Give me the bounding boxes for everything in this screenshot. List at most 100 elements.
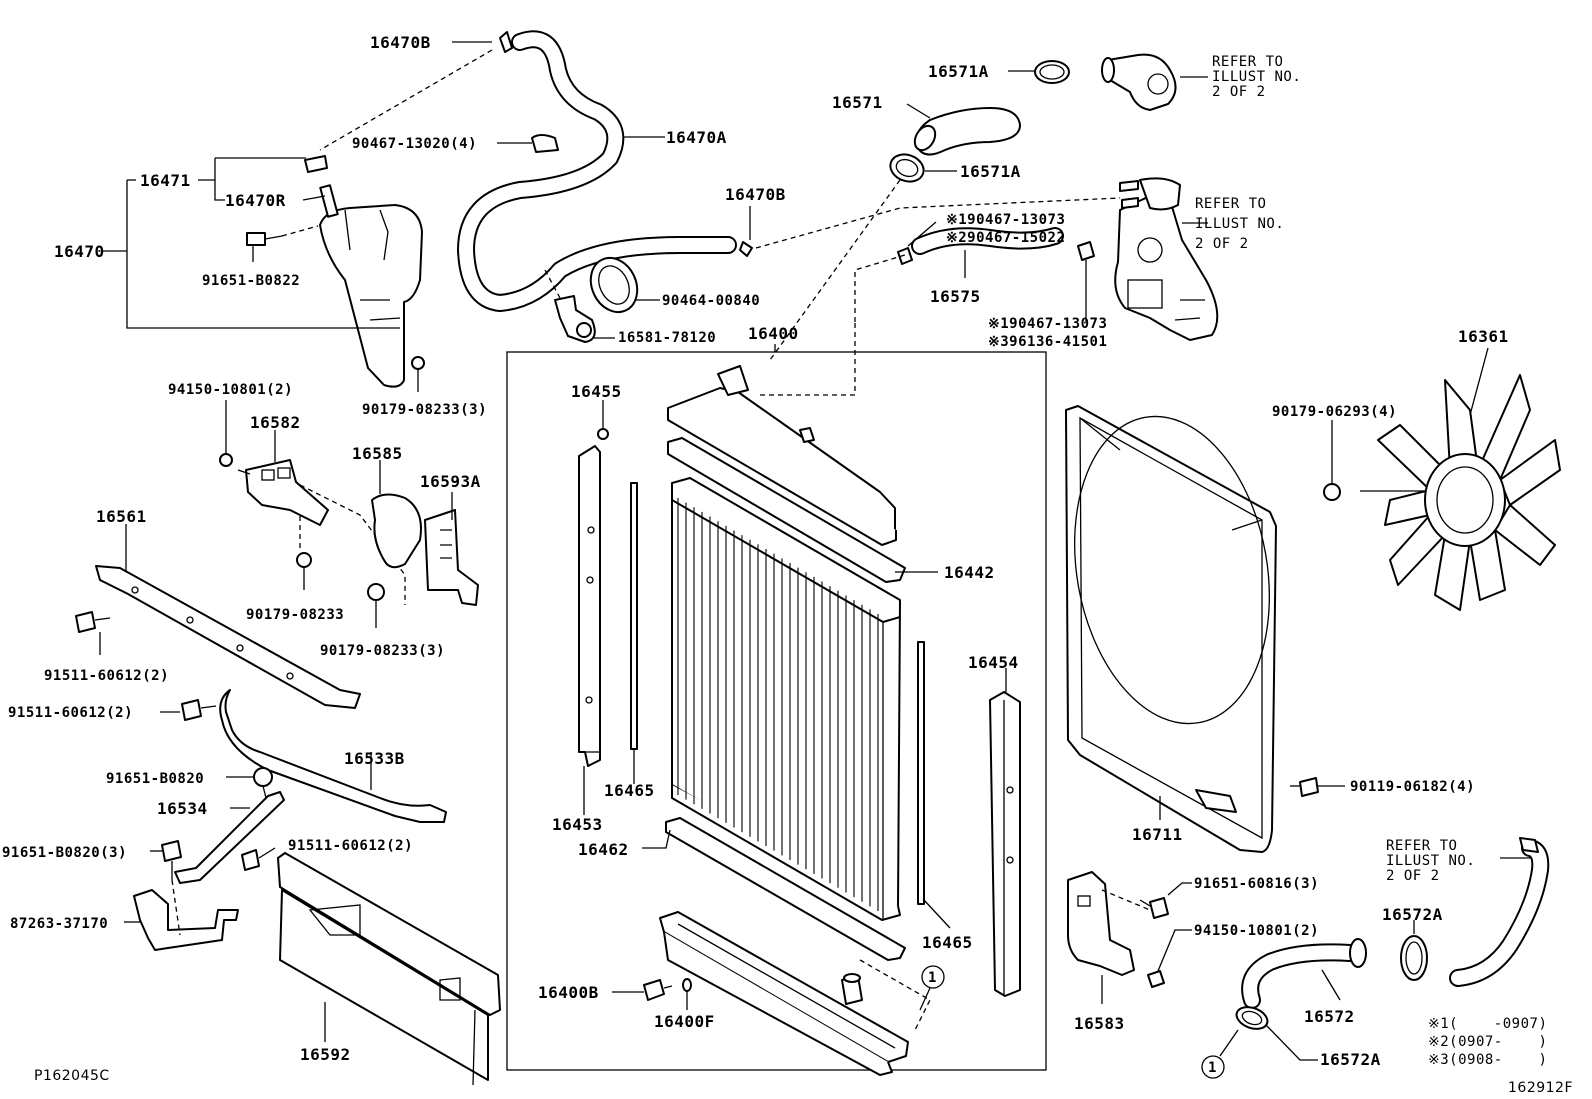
part-number-16470: 16470: [54, 242, 105, 261]
part-number-16592: 16592: [300, 1045, 351, 1064]
callout-number-1-hose: 1: [1208, 1060, 1217, 1076]
part-number-90179-08233-3b: 90179-08233(3): [320, 643, 445, 659]
part-number-16571A-mid: 16571A: [960, 162, 1021, 181]
illustration-code-right: 162912F: [1508, 1080, 1573, 1096]
footnote-1: ※1( -0907): [1428, 1016, 1547, 1032]
fan-shroud: [1065, 405, 1277, 853]
clamp-16571A-top: [1034, 60, 1070, 84]
part-number-16593A: 16593A: [420, 472, 481, 491]
svg-text:2 OF 2: 2 OF 2: [1212, 84, 1266, 100]
footnote-2: ※2(0907- ): [1428, 1034, 1547, 1050]
svg-text:ILLUST NO.: ILLUST NO.: [1195, 216, 1284, 232]
part-number-16582: 16582: [250, 413, 301, 432]
refer-note-middle: REFER TO ILLUST NO. 2 OF 2: [1195, 196, 1284, 252]
bracket-16583: [1067, 871, 1135, 976]
part-number-16572A-bottom: 16572A: [1320, 1050, 1381, 1069]
part-number-16471: 16471: [140, 171, 191, 190]
callout-number-1-radiator: 1: [928, 970, 937, 986]
support-16533B: [219, 689, 447, 823]
part-number-16534: 16534: [157, 799, 208, 818]
fan-blade: [1360, 374, 1561, 611]
part-number-91651-B0820: 91651-B0820: [106, 771, 204, 787]
part-number-96136-41501: ※396136-41501: [988, 334, 1107, 350]
callout-circle-1-hose: [1201, 1055, 1225, 1079]
part-number-16470B-top: 16470B: [370, 33, 431, 52]
radiator-core: [671, 477, 901, 921]
part-number-16533B: 16533B: [344, 749, 405, 768]
air-guide-16592: [277, 852, 501, 1086]
svg-text:ILLUST NO.: ILLUST NO.: [1212, 69, 1301, 85]
water-inlet-pipe: [1449, 837, 1550, 987]
water-inlet-housing: [1114, 177, 1219, 341]
bypass-hose: [911, 227, 1064, 255]
part-number-16711: 16711: [1132, 825, 1183, 844]
part-number-16465-a: 16465: [604, 781, 655, 800]
svg-text:REFER TO: REFER TO: [1195, 196, 1266, 212]
part-number-91511-60612-b: 91511-60612(2): [8, 705, 133, 721]
footnote-3: ※3(0908- ): [1428, 1052, 1547, 1068]
part-number-90179-08233: 90179-08233: [246, 607, 344, 623]
refer-note-bottom: REFER TO ILLUST NO. 2 OF 2: [1386, 838, 1475, 884]
part-number-16470A: 16470A: [666, 128, 727, 147]
part-number-16455: 16455: [571, 382, 622, 401]
svg-text:2 OF 2: 2 OF 2: [1386, 868, 1440, 884]
part-number-16470R: 16470R: [225, 191, 286, 210]
cover-16585: [371, 493, 422, 569]
clamp-90467-13020: [531, 134, 559, 153]
stay-16534: [174, 791, 285, 884]
part-number-16571: 16571: [832, 93, 883, 112]
support-16561: [95, 565, 361, 709]
upper-hose: [913, 107, 1021, 156]
bracket-16582: [245, 459, 329, 526]
part-number-16470B-mid: 16470B: [725, 185, 786, 204]
clamp-16571A-mid: [889, 153, 925, 183]
part-number-16585: 16585: [352, 444, 403, 463]
part-number-90467-13073-a: ※190467-13073: [946, 212, 1065, 228]
upper-tank: [667, 365, 897, 546]
part-number-90464-00840: 90464-00840: [662, 293, 760, 309]
part-number-16400F: 16400F: [654, 1012, 715, 1031]
part-number-16572A-top: 16572A: [1382, 905, 1443, 924]
part-number-90179-08233-3a: 90179-08233(3): [362, 402, 487, 418]
part-number-16453: 16453: [552, 815, 603, 834]
illustration-code-left: P162045C: [34, 1068, 110, 1084]
part-number-16400B: 16400B: [538, 983, 599, 1002]
overflow-hose: [457, 30, 737, 312]
part-number-91651-B0822: 91651-B0822: [202, 273, 300, 289]
bracket-87263-37170: [133, 889, 239, 951]
side-member-16454: [989, 691, 1021, 997]
part-number-90179-06293: 90179-06293(4): [1272, 404, 1397, 420]
clamp-16572A-top: [1400, 935, 1428, 981]
part-number-16454: 16454: [968, 653, 1019, 672]
part-number-90467-13020: 90467-13020(4): [352, 136, 477, 152]
callout-circle-1-radiator: [921, 965, 945, 989]
part-number-91651-60816: 91651-60816(3): [1194, 876, 1319, 892]
svg-text:2 OF 2: 2 OF 2: [1195, 236, 1249, 252]
drain-cock: [643, 978, 692, 1001]
clamp-90464-00840: [589, 256, 639, 314]
lower-hose-16572: [1241, 938, 1367, 1009]
svg-text:REFER TO: REFER TO: [1212, 54, 1283, 70]
part-number-16571A-top: 16571A: [928, 62, 989, 81]
bolt-91651-60816: [1139, 897, 1169, 919]
part-number-94150-10801-b: 94150-10801(2): [1194, 923, 1319, 939]
part-number-87263-37170: 87263-37170: [10, 916, 108, 932]
part-number-90467-13073-b: ※190467-13073: [988, 316, 1107, 332]
part-number-16572: 16572: [1304, 1007, 1355, 1026]
lower-tank: [659, 911, 909, 1076]
refer-note-top: REFER TO ILLUST NO. 2 OF 2: [1212, 54, 1301, 100]
part-number-16575: 16575: [930, 287, 981, 306]
water-outlet: [1101, 53, 1177, 111]
part-number-16442: 16442: [944, 563, 995, 582]
part-number-16561: 16561: [96, 507, 147, 526]
bracket-16581-78120: [554, 295, 596, 343]
clamp-16572A-bottom: [1235, 1006, 1269, 1030]
part-number-16581-78120: 16581-78120: [618, 330, 716, 346]
side-member-16453: [578, 445, 601, 767]
svg-text:REFER TO: REFER TO: [1386, 838, 1457, 854]
svg-text:ILLUST NO.: ILLUST NO.: [1386, 853, 1475, 869]
part-number-16400: 16400: [748, 324, 799, 343]
